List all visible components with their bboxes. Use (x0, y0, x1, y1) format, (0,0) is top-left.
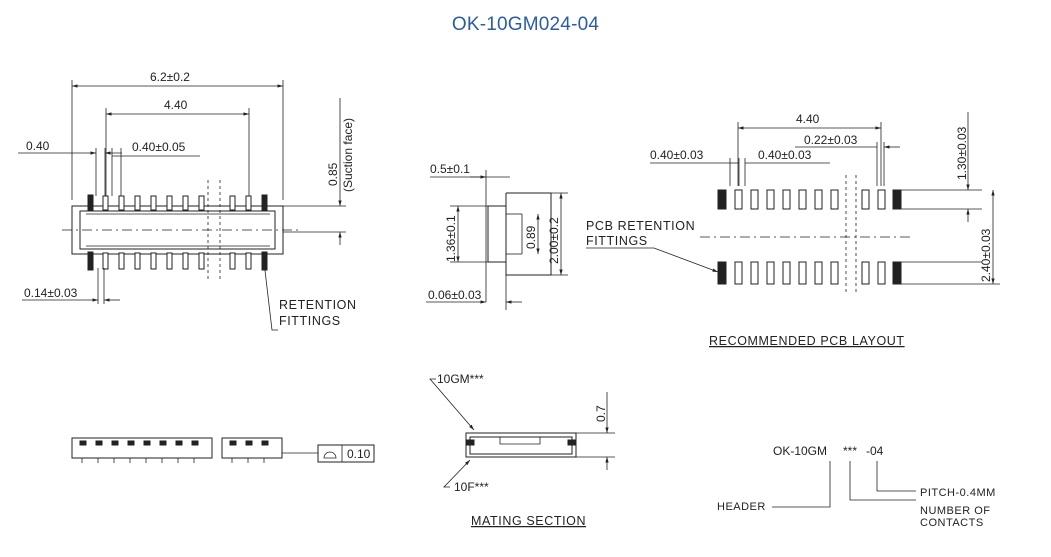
pcb-layout-caption: RECOMMENDED PCB LAYOUT (709, 334, 905, 348)
mating-header-part: 10GM*** (437, 372, 484, 386)
part-number-key: OK-10GM *** -04 HEADER NUMBER OF CONTACT… (717, 444, 996, 529)
dim-height: 0.85 (326, 162, 340, 186)
dim-fitting-offset: 0.14±0.03 (24, 286, 78, 300)
pcb-layout: 4.40 0.22±0.03 0.40±0.03 0.40±0.03 (586, 112, 1000, 348)
pn-suffix: -04 (866, 444, 884, 458)
pcb-dim-pitch-b: 0.40±0.03 (758, 148, 812, 162)
dim-pitch-left: 0.40 (26, 139, 50, 153)
pn-contacts-label-1: NUMBER OF (920, 505, 991, 517)
mating-height: 0.7 (594, 405, 608, 422)
front-view: 0.10 (71, 437, 375, 463)
pcb-dim-pitch-a: 0.40±0.03 (650, 148, 704, 162)
mating-section-caption: MATING SECTION (471, 514, 586, 528)
front-contact-row (79, 440, 269, 446)
retention-label-1: RETENTION (279, 298, 357, 312)
dim-side-left: 1.36±0.1 (444, 215, 458, 262)
flatness-value: 0.10 (347, 447, 371, 461)
pcb-dim-top-height: 1.30±0.03 (955, 126, 969, 180)
pcb-top-pad-row (717, 189, 902, 210)
dim-side-bottom: 0.06±0.03 (428, 288, 482, 302)
pcb-bottom-pad-row (717, 261, 902, 285)
mating-socket-part: 10F*** (454, 480, 489, 494)
pcb-fittings-label-2: FITTINGS (586, 234, 648, 248)
dim-overall-width: 6.2±0.2 (150, 70, 190, 84)
mating-section: 10GM*** 0.7 10F*** MATING SECTION (429, 372, 615, 528)
drawing-title: OK-10GM024-04 (451, 14, 600, 35)
pn-header-label: HEADER (717, 501, 766, 513)
pcb-dim-span: 4.40 (796, 112, 820, 126)
dim-side-right: 2.00±0.2 (547, 217, 561, 264)
top-pin-row (102, 195, 252, 211)
pcb-fittings-label-1: PCB RETENTION (586, 219, 695, 233)
top-view: 6.2±0.2 4.40 0.40 0.40±0.05 (18, 70, 357, 331)
dim-span: 4.40 (164, 98, 188, 112)
pn-contacts-label-2: CONTACTS (920, 517, 984, 529)
pn-pitch-label: PITCH-0.4MM (920, 487, 996, 499)
suction-face-label: (Suction face) (341, 118, 355, 192)
dim-pitch-tol: 0.40±0.05 (132, 140, 186, 154)
pn-stars: *** (843, 444, 857, 458)
retention-label-2: FITTINGS (279, 314, 341, 328)
dim-side-mid: 0.89 (524, 225, 538, 249)
pcb-dim-row-spacing: 2.40±0.03 (979, 228, 993, 282)
pcb-dim-pad-width: 0.22±0.03 (804, 133, 858, 147)
pn-prefix: OK-10GM (773, 444, 827, 458)
side-view: 0.5±0.1 1.36±0.1 0.89 2.00±0.2 0.06±0.03 (426, 162, 568, 310)
bottom-pin-row (102, 252, 252, 270)
dim-side-top: 0.5±0.1 (430, 162, 470, 176)
